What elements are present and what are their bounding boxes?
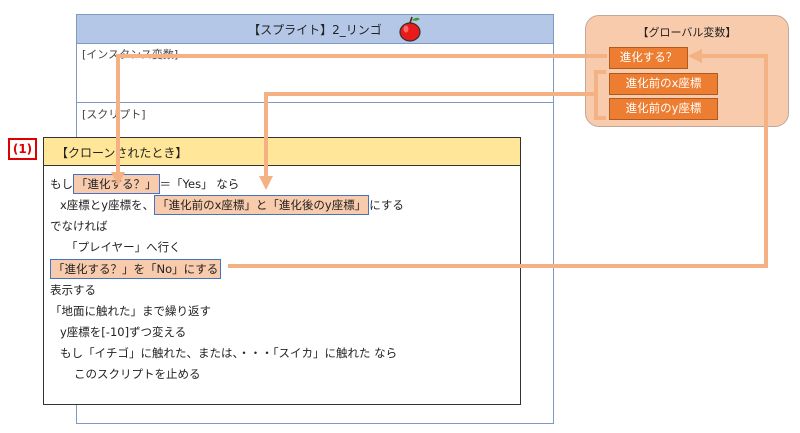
script-line-5: 「進化する？」を「No」にする (50, 259, 222, 279)
line-text: もし (50, 177, 73, 191)
var-evolve: 進化する？ (609, 47, 688, 69)
var-pre-evolve-x: 進化前のx座標 (609, 73, 718, 95)
line-text: x座標とy座標を、 (60, 198, 155, 212)
script-line-9: もし「イチゴ」に触れた、または、・・・「スイカ」に触れた なら (60, 346, 398, 360)
global-variables-panel: 【グローバル変数】 進化する？ 進化前のx座標 進化前のy座標 (585, 15, 789, 127)
arrow-set-no-to-evolve (228, 54, 768, 268)
arrow-xy-to-assign (264, 92, 596, 178)
sprite-title: 【スプライト】2_リンゴ (248, 23, 382, 37)
script-line-6: 表示する (50, 283, 96, 297)
highlight-xy-vars: 「進化前のx座標」と「進化後のy座標」 (154, 195, 370, 215)
script-header: 【クローンされたとき】 (43, 137, 521, 166)
var-pre-evolve-y: 進化前のy座標 (609, 98, 718, 120)
arrow-evolve-to-condition (116, 54, 607, 174)
script-line-7: 「地面に触れた」まで繰り返す (50, 304, 211, 318)
script-label: [スクリプト] (82, 108, 146, 121)
sprite-header: 【スプライト】2_リンゴ (76, 14, 554, 44)
global-variables-title: 【グローバル変数】 (637, 26, 737, 39)
panel-divider (76, 102, 554, 103)
highlight-set-no: 「進化する？」を「No」にする (50, 259, 222, 279)
script-line-10: このスクリプトを止める (74, 367, 201, 381)
arrowhead-condition (111, 172, 125, 186)
script-line-4: 「プレイヤー」へ行く (66, 240, 181, 254)
arrowhead-evolve (688, 49, 702, 63)
arrowhead-assign (259, 176, 273, 190)
script-line-2: x座標とy座標を、「進化前のx座標」と「進化後のy座標」にする (60, 195, 404, 215)
script-header-text: 【クローンされたとき】 (56, 146, 188, 160)
script-line-8: y座標を[-10]ずつ変える (60, 325, 187, 339)
line-text: にする (369, 198, 404, 212)
script-line-3: でなければ (50, 219, 108, 233)
line-text: ＝「Yes」 なら (159, 177, 240, 191)
arrow-bracket-xy (594, 70, 606, 120)
script-box: もし「進化する？」＝「Yes」 なら x座標とy座標を、「進化前のx座標」と「進… (43, 137, 521, 405)
apple-icon (399, 16, 421, 42)
step-number-label: (1) (8, 138, 37, 160)
